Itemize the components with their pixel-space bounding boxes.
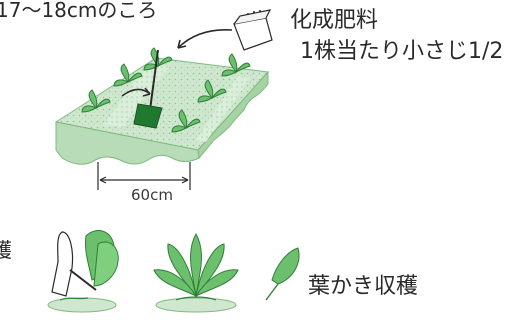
- harvest-left-label: 穫: [0, 238, 12, 262]
- garden-bed: [54, 57, 270, 165]
- hoe-icon: [133, 49, 163, 129]
- bed-front: [55, 121, 200, 165]
- spinach-plant-icon: [153, 232, 239, 313]
- spinach-plants: [81, 47, 251, 133]
- leaf-picking-harvest-label: 葉かき収穫: [308, 274, 419, 299]
- fertilizer-bag-icon: [233, 9, 273, 51]
- fertilizer-band-right: [196, 76, 250, 142]
- plant: [143, 47, 173, 71]
- leaf-icon: [265, 247, 300, 301]
- pour-arrowhead: [177, 39, 187, 49]
- plant: [171, 109, 201, 133]
- plant: [197, 79, 227, 103]
- fertilizer-name-label: 化成肥料: [290, 8, 379, 33]
- dimension-arrow-icon: [97, 162, 191, 190]
- plant: [113, 63, 143, 87]
- plant: [81, 89, 111, 113]
- hand-harvest-icon: [47, 230, 119, 313]
- row-width-label: 60cm: [131, 186, 173, 204]
- plant: [221, 53, 251, 77]
- bed-side: [197, 70, 269, 160]
- growth-height-label: 17〜18cmのころ: [0, 0, 158, 22]
- arrowhead: [142, 87, 151, 97]
- pour-arrow-icon: [177, 29, 233, 49]
- fertilizer-amount-label: 1株当たり小さじ1/2: [300, 39, 504, 64]
